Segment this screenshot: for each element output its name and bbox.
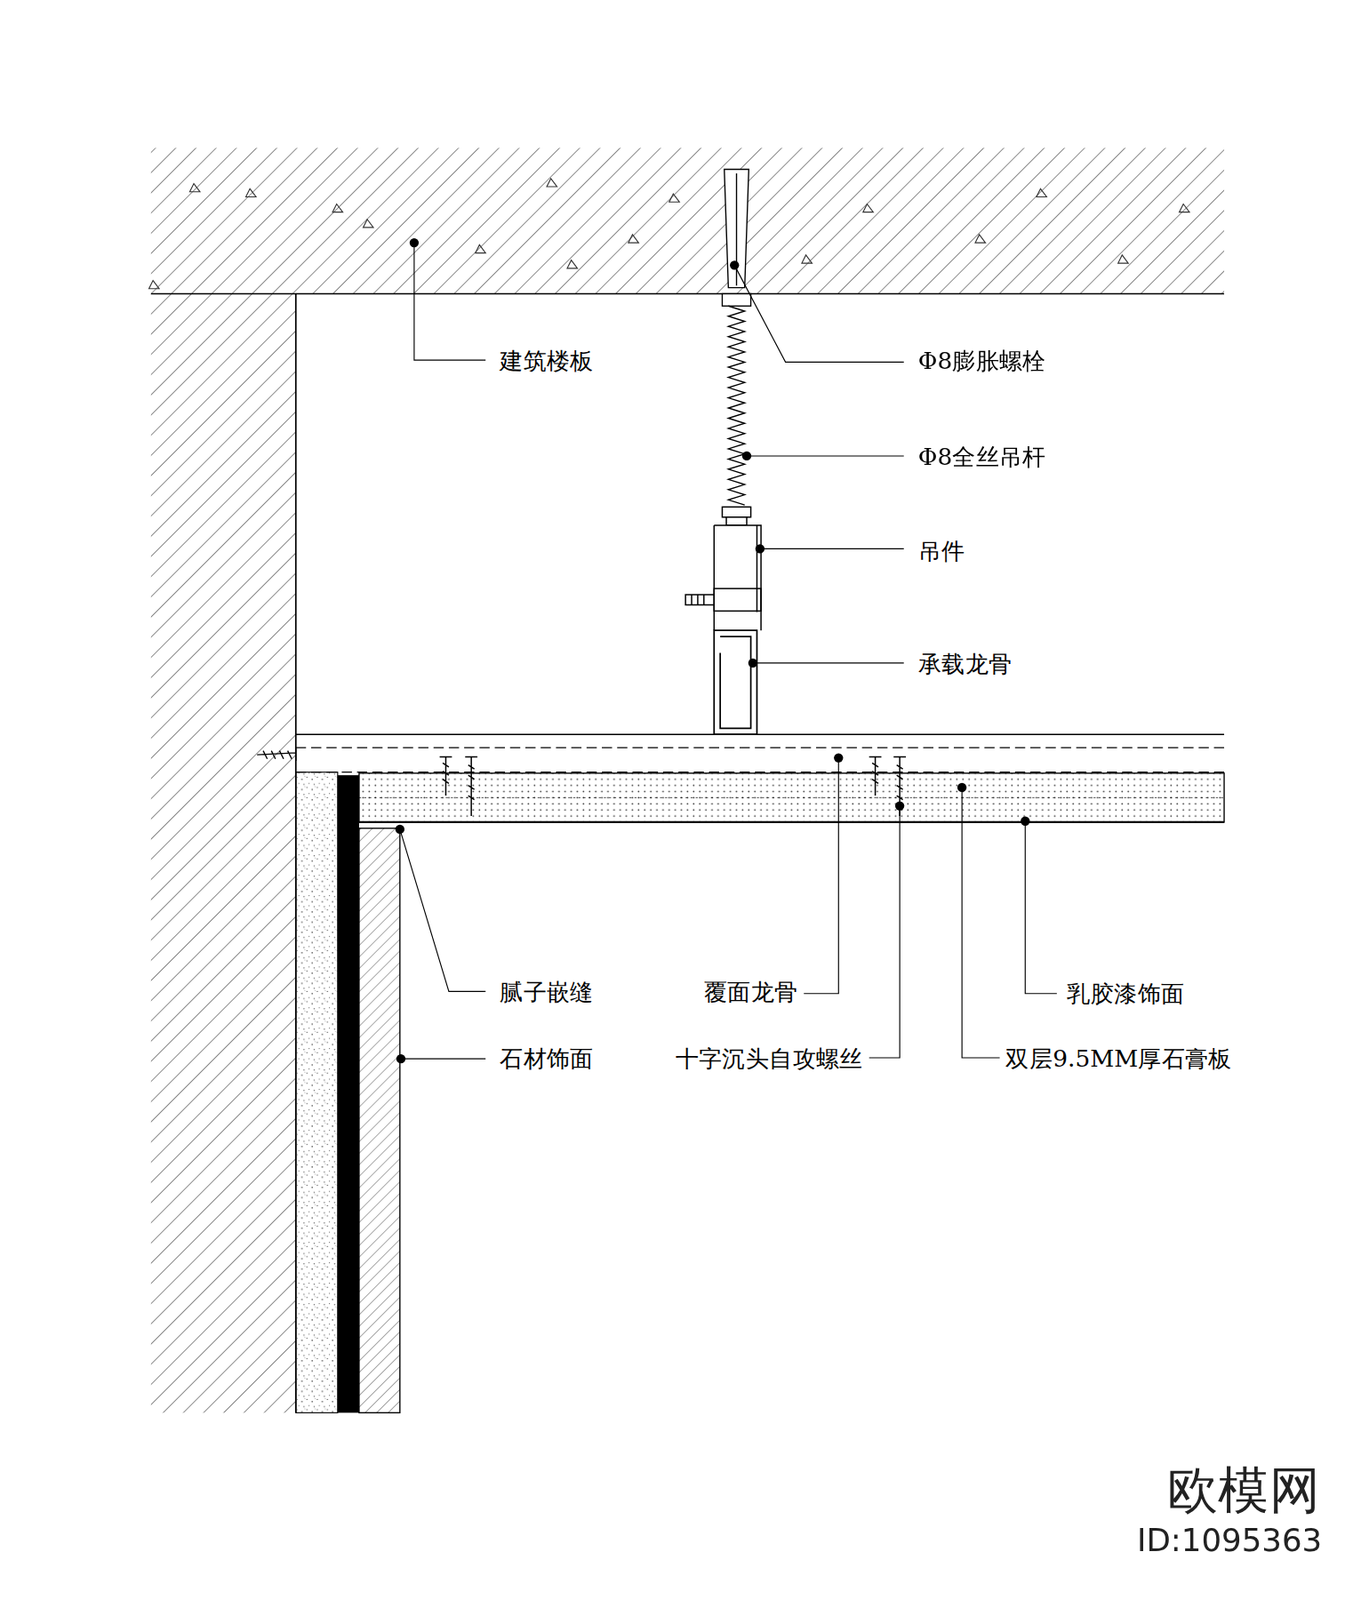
wall-screw <box>256 748 297 761</box>
self-tapping-screw <box>440 756 906 817</box>
watermark: 欧模网 <box>1164 1460 1322 1521</box>
part-label: 腻子嵌缝 <box>497 976 596 1006</box>
part-label: Φ8全丝吊杆 <box>915 442 1049 472</box>
main-channel <box>713 630 757 735</box>
expansion-bolt <box>721 168 751 306</box>
cover-keel <box>296 734 1225 772</box>
gypsum-board <box>359 773 1225 823</box>
hanger <box>685 506 761 631</box>
leader-line <box>400 242 1057 1059</box>
part-label: 乳胶漆饰面 <box>1064 979 1187 1009</box>
mortar-bed <box>296 772 338 1414</box>
part-label: 吊件 <box>915 536 967 566</box>
floor-slab <box>151 147 1225 294</box>
part-label: 建筑楼板 <box>497 346 596 376</box>
part-label: 十字沉头自攻螺丝 <box>672 1044 865 1073</box>
watermark-id: ID:1095363 <box>1135 1521 1325 1559</box>
part-label: 承载龙骨 <box>915 649 1014 679</box>
backing-layer <box>337 775 360 1413</box>
part-label: 双层9.5MM厚石膏板 <box>1003 1044 1234 1073</box>
aggregate <box>149 178 1190 289</box>
wall <box>151 293 297 1413</box>
stone-panel <box>359 828 401 1414</box>
part-label: Φ8膨胀螺栓 <box>915 346 1049 376</box>
part-label: 覆面龙骨 <box>702 976 801 1006</box>
threaded-rod <box>728 305 745 505</box>
latex-paint <box>359 821 1225 824</box>
part-label: 石材饰面 <box>497 1044 596 1073</box>
